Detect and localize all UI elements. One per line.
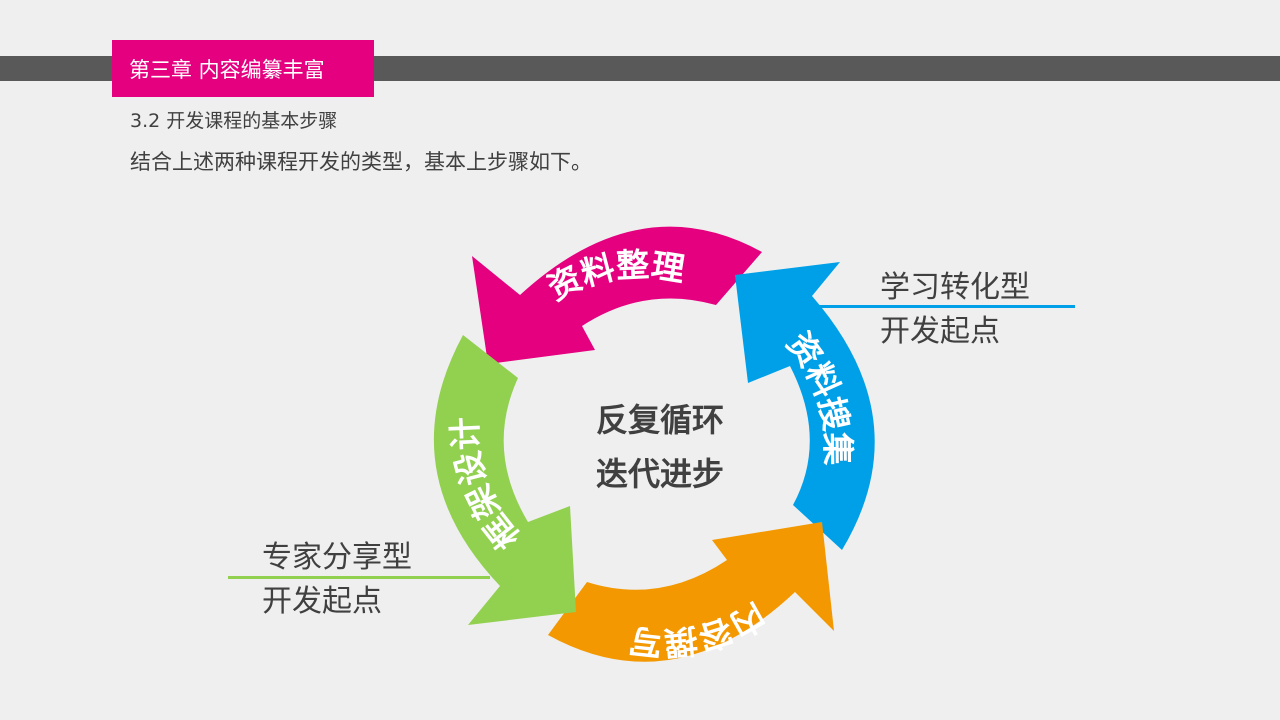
- expert-sharing-title: 专家分享型: [262, 540, 412, 575]
- learning-transfer-subtitle: 开发起点: [880, 314, 1000, 349]
- center-text-line2: 迭代进步: [596, 455, 724, 493]
- arrow-step-4: [433, 335, 576, 625]
- expert-sharing-pointer-line: [228, 576, 490, 579]
- section-title: 3.2 开发课程的基本步骤: [130, 110, 338, 132]
- arrow-step-3: [548, 522, 834, 662]
- learning-transfer-pointer-line: [815, 305, 1075, 308]
- expert-sharing-subtitle: 开发起点: [262, 584, 382, 619]
- center-text-line1: 反复循环: [596, 401, 724, 439]
- expert-sharing-note: 专家分享型 开发起点: [262, 536, 412, 624]
- chapter-tab: 第三章 内容编纂丰富: [112, 40, 374, 97]
- learning-transfer-note: 学习转化型 开发起点: [880, 266, 1030, 354]
- arrow-step-2: [735, 262, 875, 550]
- arrow-step-1: [472, 226, 762, 364]
- intro-text: 结合上述两种课程开发的类型，基本上步骤如下。: [130, 150, 592, 174]
- learning-transfer-title: 学习转化型: [880, 270, 1030, 305]
